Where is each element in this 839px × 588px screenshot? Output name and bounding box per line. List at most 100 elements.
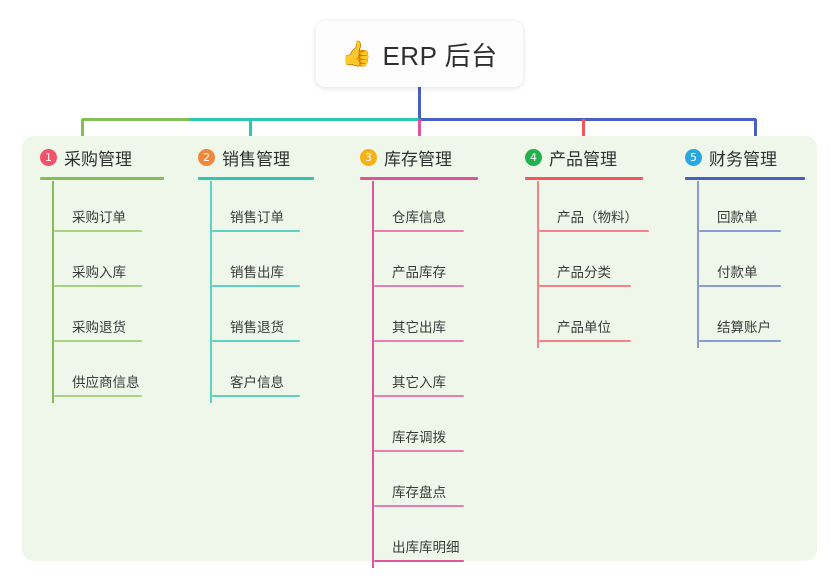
leaf-label: 产品单位	[557, 320, 611, 335]
branch-header-3[interactable]: 3 库存管理	[360, 136, 513, 180]
leaf-rule	[539, 340, 631, 342]
branch-badge-5: 5	[685, 148, 702, 166]
list-item[interactable]: 采购入库	[54, 236, 186, 291]
branch-spine-3	[372, 181, 374, 568]
leaf-label: 库存盘点	[392, 485, 446, 500]
list-item[interactable]: 产品库存	[374, 236, 513, 291]
root-node[interactable]: 👍 ERP 后台	[316, 21, 523, 87]
branches-panel	[22, 136, 817, 561]
leaf-label: 采购入库	[72, 265, 126, 280]
list-item[interactable]: 付款单	[699, 236, 817, 291]
leaf-label: 产品分类	[557, 265, 611, 280]
branch-columns: 1 采购管理 采购订单 采购入库 采购退货 供应	[22, 136, 817, 568]
leaf-rule	[374, 560, 464, 562]
root-title: ERP 后台	[382, 40, 498, 71]
leaf-rule	[54, 230, 142, 232]
branch-column-5: 5 财务管理 回款单 付款单 结算账户	[673, 136, 817, 561]
branch-rule-5	[685, 177, 805, 180]
branch-badge-2: 2	[198, 148, 215, 166]
branch-badge-3: 3	[360, 148, 377, 166]
list-item[interactable]: 销售订单	[212, 181, 348, 236]
branch-items-4: 产品（物料） 产品分类 产品单位	[525, 181, 673, 348]
list-item[interactable]: 销售出库	[212, 236, 348, 291]
leaf-rule	[374, 450, 464, 452]
list-item[interactable]: 产品（物料）	[539, 181, 673, 236]
branch-rule-3	[360, 177, 478, 180]
list-item[interactable]: 供应商信息	[54, 346, 186, 401]
list-item[interactable]: 仓库信息	[374, 181, 513, 236]
branch-header-2[interactable]: 2 销售管理	[198, 136, 348, 180]
list-item[interactable]: 回款单	[699, 181, 817, 236]
leaf-rule	[212, 285, 300, 287]
leaf-rule	[374, 230, 464, 232]
branch-rule-2	[198, 177, 314, 180]
leaf-rule	[539, 230, 649, 232]
branch-items-5: 回款单 付款单 结算账户	[685, 181, 817, 348]
branch-title-4: 产品管理	[549, 149, 617, 169]
leaf-rule	[212, 395, 300, 397]
leaf-label: 产品（物料）	[557, 210, 638, 225]
list-item[interactable]: 采购订单	[54, 181, 186, 236]
branch-column-3: 3 库存管理 仓库信息 产品库存 其它出库 其它	[348, 136, 513, 568]
list-item[interactable]: 客户信息	[212, 346, 348, 401]
leaf-label: 客户信息	[230, 375, 284, 390]
branch-badge-4: 4	[525, 148, 542, 166]
leaf-rule	[212, 230, 300, 232]
leaf-label: 出库库明细	[392, 540, 460, 555]
list-item[interactable]: 产品单位	[539, 291, 673, 346]
list-item[interactable]: 库存调拨	[374, 401, 513, 456]
branch-spine-5	[697, 181, 699, 348]
branch-title-1: 采购管理	[64, 149, 132, 169]
branch-items-2: 销售订单 销售出库 销售退货 客户信息	[198, 181, 348, 403]
leaf-label: 付款单	[717, 265, 758, 280]
leaf-rule	[699, 340, 781, 342]
branch-header-1[interactable]: 1 采购管理	[40, 136, 186, 180]
leaf-label: 销售订单	[230, 210, 284, 225]
thumbs-up-icon: 👍	[341, 39, 373, 68]
list-item[interactable]: 结算账户	[699, 291, 817, 346]
list-item[interactable]: 产品分类	[539, 236, 673, 291]
leaf-label: 其它出库	[392, 320, 446, 335]
list-item[interactable]: 出库库明细	[374, 511, 513, 566]
leaf-rule	[374, 340, 464, 342]
branch-items-3: 仓库信息 产品库存 其它出库 其它入库 库存调拨	[360, 181, 513, 568]
leaf-label: 回款单	[717, 210, 758, 225]
branch-spine-1	[52, 181, 54, 403]
branch-items-1: 采购订单 采购入库 采购退货 供应商信息	[40, 181, 186, 403]
list-item[interactable]: 库存盘点	[374, 456, 513, 511]
branch-badge-1: 1	[40, 148, 57, 166]
leaf-label: 销售退货	[230, 320, 284, 335]
leaf-rule	[212, 340, 300, 342]
leaf-label: 其它入库	[392, 375, 446, 390]
leaf-rule	[54, 395, 142, 397]
leaf-rule	[374, 505, 464, 507]
branch-title-2: 销售管理	[222, 149, 290, 169]
leaf-rule	[54, 340, 142, 342]
leaf-label: 采购订单	[72, 210, 126, 225]
leaf-rule	[374, 285, 464, 287]
leaf-rule	[699, 230, 781, 232]
branch-rule-1	[40, 177, 164, 180]
list-item[interactable]: 其它出库	[374, 291, 513, 346]
leaf-label: 销售出库	[230, 265, 284, 280]
list-item[interactable]: 其它入库	[374, 346, 513, 401]
branch-column-2: 2 销售管理 销售订单 销售出库 销售退货 客户	[186, 136, 348, 561]
list-item[interactable]: 销售退货	[212, 291, 348, 346]
branch-column-4: 4 产品管理 产品（物料） 产品分类 产品单位	[513, 136, 673, 561]
leaf-rule	[699, 285, 781, 287]
branch-title-5: 财务管理	[709, 149, 777, 169]
leaf-label: 结算账户	[717, 320, 771, 335]
leaf-label: 供应商信息	[72, 375, 140, 390]
branch-rule-4	[525, 177, 643, 180]
leaf-label: 产品库存	[392, 265, 446, 280]
list-item[interactable]: 采购退货	[54, 291, 186, 346]
leaf-label: 仓库信息	[392, 210, 446, 225]
branch-header-4[interactable]: 4 产品管理	[525, 136, 673, 180]
branch-title-3: 库存管理	[384, 149, 452, 169]
branch-spine-2	[210, 181, 212, 403]
leaf-rule	[539, 285, 631, 287]
leaf-rule	[374, 395, 464, 397]
branch-header-5[interactable]: 5 财务管理	[685, 136, 817, 180]
leaf-label: 库存调拨	[392, 430, 446, 445]
